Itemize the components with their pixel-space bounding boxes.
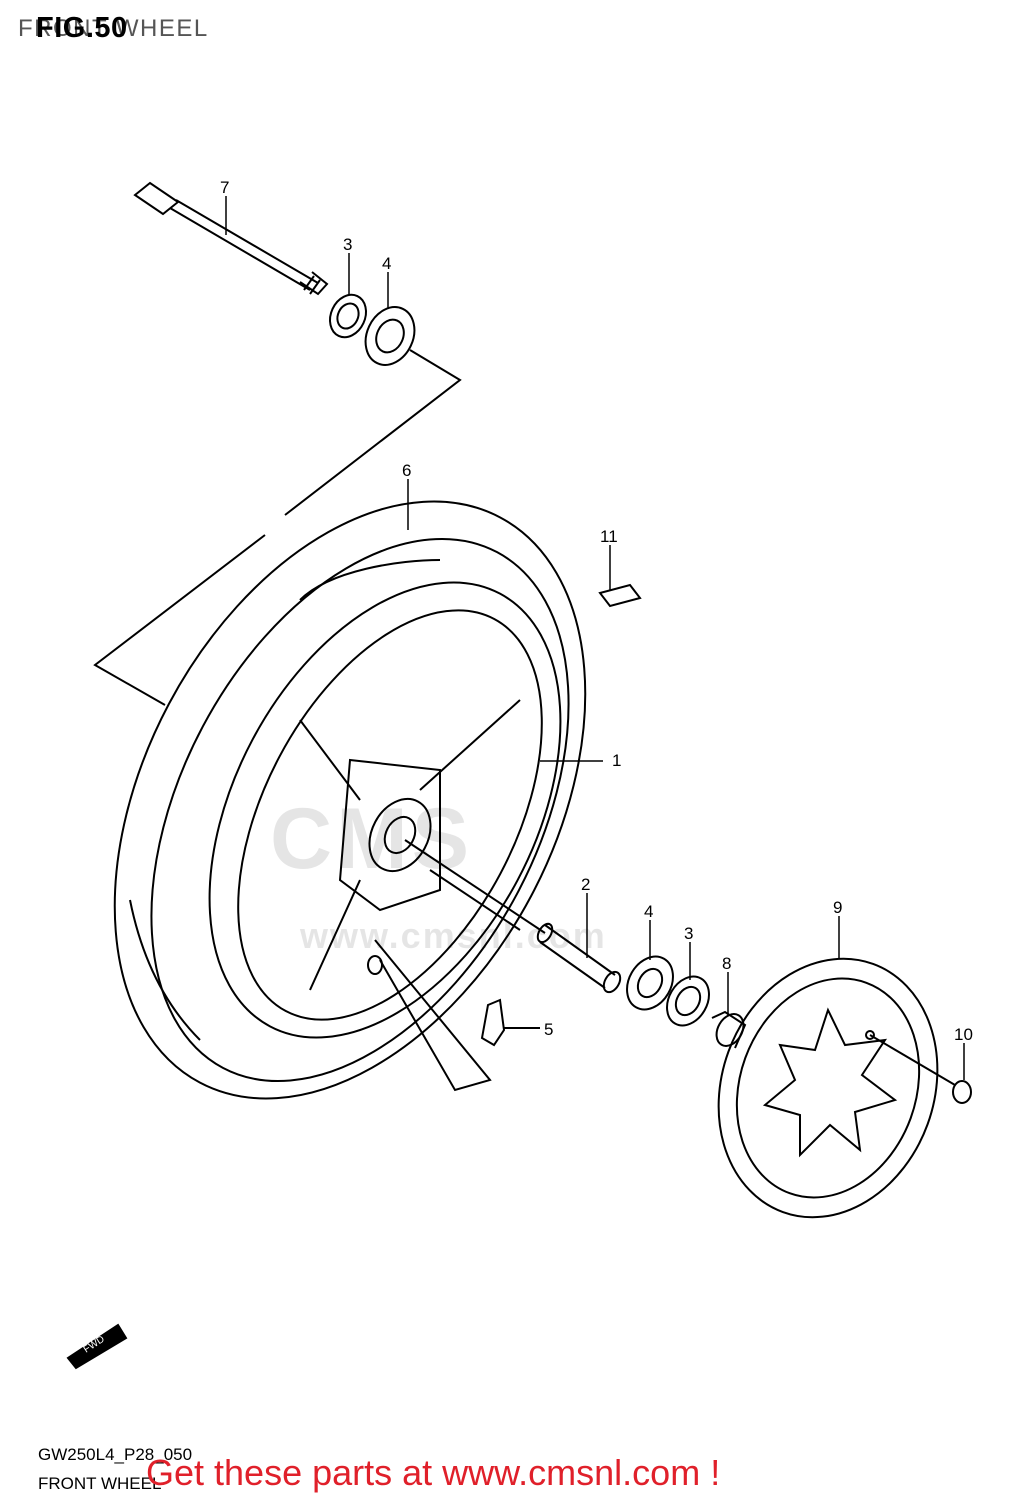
- front-axle: [133, 181, 329, 296]
- callout-10: 10: [954, 1025, 973, 1044]
- oil-seal-lower: [666, 975, 710, 1027]
- bearing-lower: [626, 955, 674, 1011]
- figure-number: FIG.50: [36, 12, 128, 44]
- oil-seal-top: [329, 293, 367, 339]
- assembly-line: [93, 349, 462, 706]
- callout-6: 6: [402, 461, 411, 480]
- callouts: 7 3 4 6 11 1 2 4 3 8 5 9 10 FWD: [82, 178, 973, 1356]
- callout-3-top: 3: [343, 235, 352, 254]
- valve: [480, 998, 540, 1047]
- fwd-arrow: [66, 1323, 128, 1370]
- diagram-subtitle: FRONT WHEEL: [38, 1474, 162, 1493]
- callout-5: 5: [544, 1020, 553, 1039]
- callout-2: 2: [581, 875, 590, 894]
- bearing-top: [364, 306, 416, 366]
- callout-4-top: 4: [382, 254, 391, 273]
- diagram-title: FRONT WHEEL: [18, 15, 209, 42]
- rim: [208, 581, 562, 1039]
- callout-9: 9: [833, 898, 842, 917]
- callout-11: 11: [600, 527, 618, 546]
- hub: [299, 699, 521, 991]
- watermark-url: www.cmsnl.com: [300, 915, 607, 956]
- callout-8: 8: [722, 954, 731, 973]
- callout-3-lower: 3: [684, 924, 693, 943]
- spacer: [404, 839, 622, 994]
- brake-disc: [717, 957, 939, 1219]
- promo-text[interactable]: Get these parts at www.cmsnl.com !: [146, 1452, 721, 1493]
- callout-4-lower: 4: [644, 902, 653, 921]
- distance-collar: [711, 1010, 747, 1049]
- disc-bolt: [869, 1034, 972, 1104]
- diagram-code: GW250L4_P28_050: [38, 1445, 193, 1464]
- tire: [113, 500, 587, 1100]
- balance-weight: [598, 583, 642, 608]
- callout-7: 7: [220, 178, 229, 197]
- callout-1: 1: [612, 751, 621, 770]
